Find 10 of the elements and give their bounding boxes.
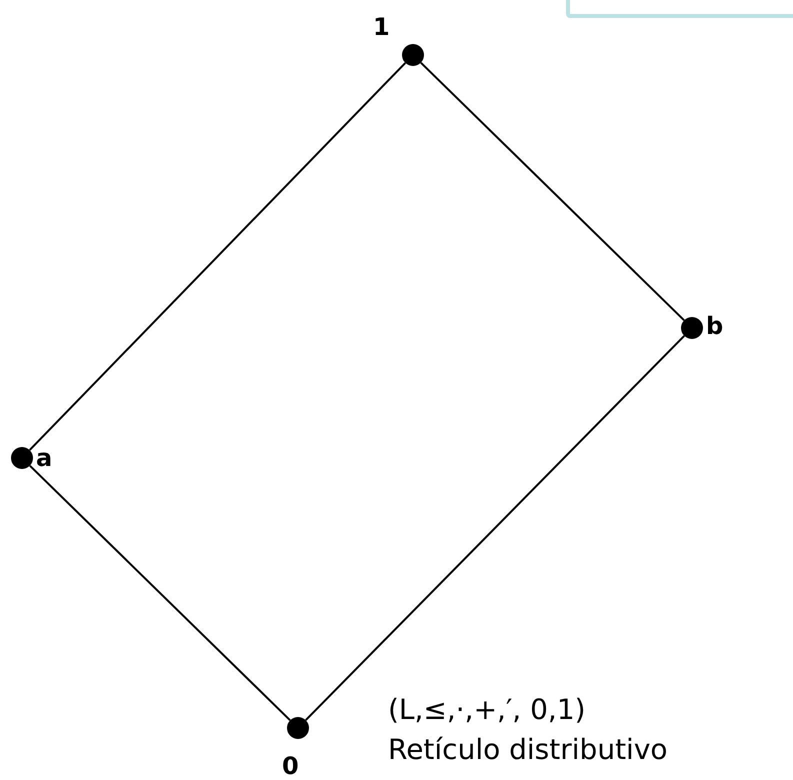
connector-line xyxy=(305,335,685,721)
connector-line xyxy=(420,62,685,322)
vertex-label: b xyxy=(706,314,724,338)
vertex-label: a xyxy=(36,446,52,470)
caption-text: Retículo distributivo xyxy=(388,736,668,764)
vertex-label: 0 xyxy=(282,754,299,778)
connector-line xyxy=(28,62,406,451)
caption-text: (L,≤,·,+,′, 0,1) xyxy=(388,696,586,724)
vertex-label: 1 xyxy=(373,15,390,39)
connector-line xyxy=(29,464,291,722)
